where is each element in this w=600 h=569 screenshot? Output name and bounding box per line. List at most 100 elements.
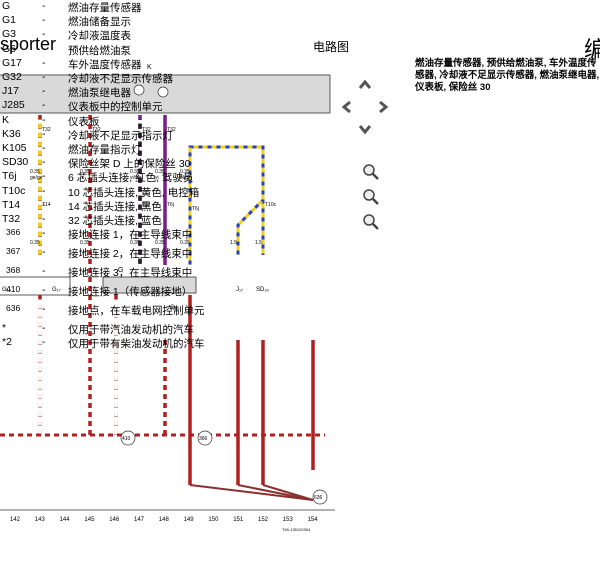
legend-dash: - xyxy=(42,42,46,55)
svg-text:T32: T32 xyxy=(92,127,101,133)
legend-dash: - xyxy=(42,0,46,12)
legend-code: 367 xyxy=(6,246,21,257)
legend-code: T6j xyxy=(2,170,17,183)
j17-label: J₁₇ xyxy=(236,287,243,293)
legend-description: 14 芯插头连接, 黑色 xyxy=(68,200,162,213)
zoom-fit-icon[interactable] xyxy=(362,213,380,231)
nav-right-icon[interactable] xyxy=(376,100,390,114)
column-number: 146 xyxy=(109,517,120,523)
legend-code: K xyxy=(2,113,10,126)
svg-text:0.35: 0.35 xyxy=(130,169,140,175)
legend-dash: - xyxy=(42,113,46,126)
svg-text:T32: T32 xyxy=(42,127,51,133)
svg-text:vi: vi xyxy=(155,175,159,181)
sensor-g10-g17-box xyxy=(0,276,71,296)
legend-description: 预供给燃油泵 xyxy=(68,44,131,57)
legend-dash: - xyxy=(42,322,46,335)
legend-description: 6 芯插头连接, 红色, 驾驶员 xyxy=(68,172,194,185)
ground-366-label: 366 xyxy=(199,436,208,442)
wire-group-bottom xyxy=(0,295,325,501)
svg-text:0.35: 0.35 xyxy=(155,240,165,246)
svg-text:T32: T32 xyxy=(167,127,176,133)
legend-code: 410 xyxy=(6,284,21,295)
legend-code: G32 xyxy=(2,71,22,83)
ground-636-label: 636 xyxy=(314,495,323,501)
legend-dash: - xyxy=(42,99,46,112)
svg-text:ro: ro xyxy=(80,175,85,181)
g6-label: G₆ xyxy=(170,305,178,311)
legend-dash: - xyxy=(42,213,46,225)
legend-code: K36 xyxy=(2,127,21,140)
legend-description: 仪表板中的控制单元 xyxy=(68,101,163,114)
legend-code: 368 xyxy=(6,265,21,276)
legend-description: 仅用于带汽油发动机的汽车 xyxy=(68,324,194,337)
ground-636-circle xyxy=(312,489,328,505)
legend-code: * xyxy=(2,322,7,335)
legend-description: 接地连接 1（传感器接地） xyxy=(68,286,193,299)
legend-code: T14 xyxy=(2,198,21,211)
legend-code: T32 xyxy=(2,213,21,225)
svg-text:0.35: 0.35 xyxy=(80,169,90,175)
legend-code: G xyxy=(2,0,11,12)
svg-text:ge/ge: ge/ge xyxy=(30,175,43,181)
legend-dash: - xyxy=(42,142,46,154)
legend-dash: - xyxy=(42,246,46,259)
svg-text:T6j: T6j xyxy=(142,202,149,208)
g-label: G xyxy=(118,267,123,274)
svg-text:T14: T14 xyxy=(42,202,51,208)
legend-code: T10c xyxy=(2,184,26,197)
legend-dash: - xyxy=(42,85,46,98)
legend-description: 车外温度传感器 xyxy=(68,58,142,71)
zoom-in-icon[interactable] xyxy=(362,163,380,181)
legend-code: G3 xyxy=(2,28,17,41)
nav-left-icon[interactable] xyxy=(340,100,354,114)
diagram-heading: 燃油存量传感器, 预供给燃油泵, 车外温度传感器, 冷却液不足显示传感器, 燃油… xyxy=(415,58,600,93)
column-number: 153 xyxy=(283,517,294,523)
legend-code: J285 xyxy=(2,99,25,112)
legend-description: 冷却液不足显示传感器 xyxy=(68,73,173,85)
legend-dash: - xyxy=(42,127,46,140)
column-number: 149 xyxy=(184,517,195,523)
navigation-pad xyxy=(340,78,390,138)
legend-description: 冷却液温度表 xyxy=(68,30,131,43)
diagram-type-label: 电路图 xyxy=(313,40,350,54)
wire-group-top xyxy=(38,115,265,435)
legend-dash: - xyxy=(42,184,46,197)
legend-description: 燃油存量指示灯 xyxy=(68,144,142,156)
legend-description: 接地点，在车载电网控制单元 xyxy=(68,305,205,318)
legend-code: K105 xyxy=(2,142,27,154)
column-number: 142 xyxy=(10,517,21,523)
svg-text:0.35: 0.35 xyxy=(130,240,140,246)
svg-text:bl/ge: bl/ge xyxy=(180,175,191,181)
g17-label: G₁₇ xyxy=(52,287,61,293)
svg-text:T32: T32 xyxy=(142,127,151,133)
nav-up-icon[interactable] xyxy=(358,78,372,92)
legend-description: 接地连接 2，在主导线束中 xyxy=(68,248,193,261)
legend-code: G17 xyxy=(2,56,22,69)
legend-dash: - xyxy=(42,198,46,211)
svg-text:0.35: 0.35 xyxy=(30,169,40,175)
legend-code: SD30 xyxy=(2,156,29,169)
zoom-out-icon[interactable] xyxy=(362,188,380,206)
svg-text:0.35: 0.35 xyxy=(180,169,190,175)
page-title: sporter xyxy=(0,34,57,54)
g10-label: G₁₀ xyxy=(2,287,12,293)
nav-down-icon[interactable] xyxy=(358,122,372,136)
column-number: 145 xyxy=(84,517,95,523)
legend-description: 仅用于带有柴油发动机的汽车 xyxy=(68,338,205,351)
legend-dash: - xyxy=(42,265,46,278)
legend-dash: - xyxy=(42,28,46,41)
legend-code: *2 xyxy=(2,336,12,349)
svg-text:0.35: 0.35 xyxy=(80,240,90,246)
svg-text:1.5: 1.5 xyxy=(230,240,237,246)
legend-dash: - xyxy=(42,170,46,183)
document-number: T69-135120304 xyxy=(282,527,311,532)
legend-dash: - xyxy=(42,336,46,349)
svg-text:0.35: 0.35 xyxy=(155,169,165,175)
legend-dash: - xyxy=(42,284,46,297)
column-number: 152 xyxy=(258,517,269,523)
legend-code: J17 xyxy=(2,85,19,98)
legend-description: 接地连接 1，在主导线束中 xyxy=(68,229,193,242)
